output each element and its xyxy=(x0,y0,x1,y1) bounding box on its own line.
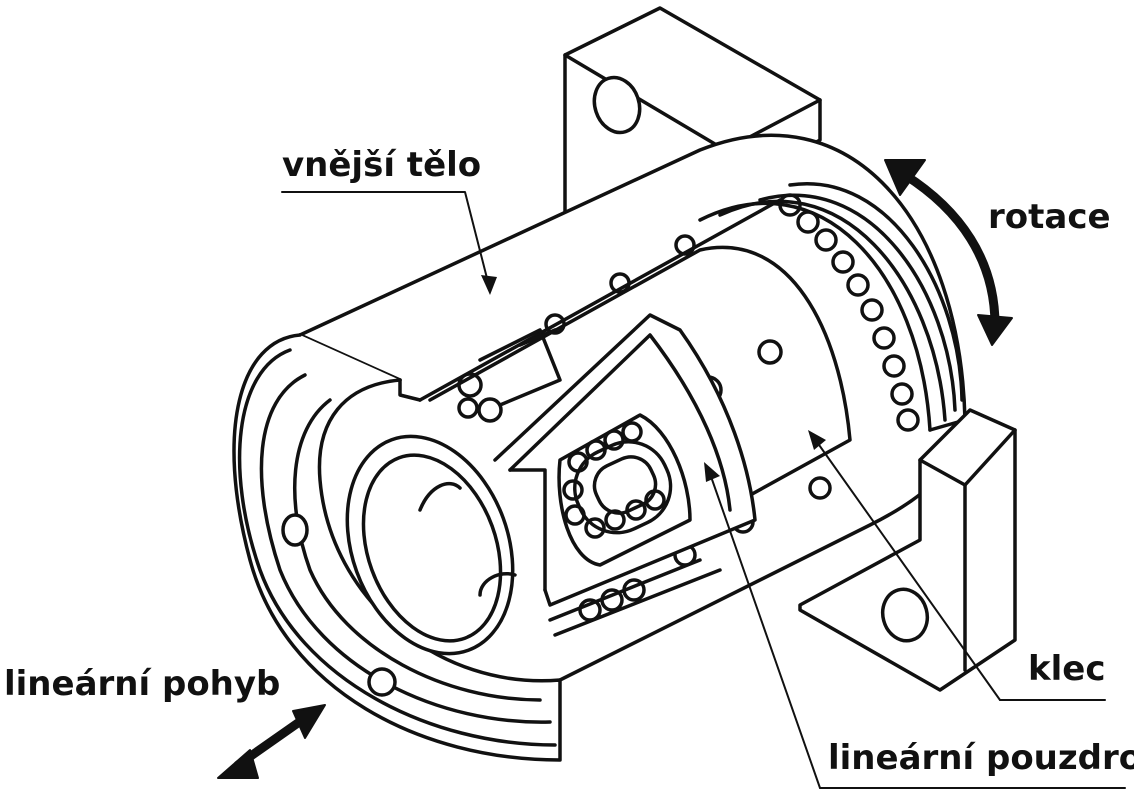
upper-cut-balls xyxy=(457,328,562,423)
rotation-arrow-icon xyxy=(884,159,1013,346)
cage xyxy=(557,413,692,567)
leader-outer-body xyxy=(281,191,491,291)
label-linear-motion: lineární pohyb xyxy=(4,664,281,704)
leader-arrowheads xyxy=(481,275,826,482)
front-end-cap xyxy=(232,333,562,762)
leader-lines xyxy=(281,191,1126,789)
outer-rings xyxy=(698,181,964,432)
lower-flange xyxy=(798,408,1017,692)
leader-linear-bushing xyxy=(707,467,821,789)
label-cage: klec xyxy=(1028,649,1106,689)
leader-cage xyxy=(811,434,1001,701)
inner-bore xyxy=(345,434,517,656)
label-outer-body: vnější tělo xyxy=(282,145,482,185)
label-rotation: rotace xyxy=(988,197,1111,237)
outer-ring-balls xyxy=(778,193,920,432)
linear-motion-arrow-icon xyxy=(217,704,326,779)
lower-cut-balls xyxy=(548,558,722,637)
label-linear-bushing: lineární pouzdro xyxy=(828,738,1134,778)
